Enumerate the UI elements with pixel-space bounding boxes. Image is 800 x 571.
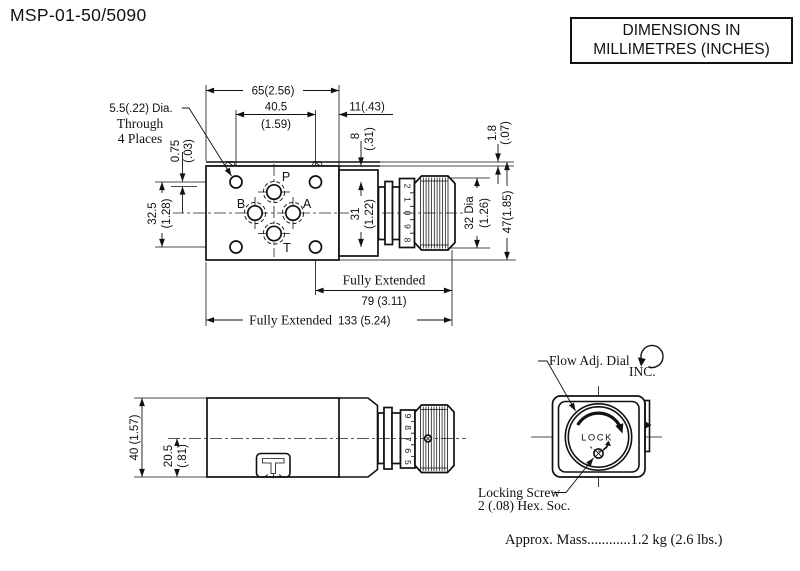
dial-digit: 9 <box>403 414 413 419</box>
dim-20-5-in: (.81) <box>177 444 189 468</box>
lock-label: LOCK <box>581 433 613 444</box>
dial-digit: 5 <box>403 460 413 465</box>
dim-11: 11(.43) <box>349 102 385 114</box>
locking-screw-front-view[interactable] <box>593 448 604 459</box>
inc-rotation-arrow <box>637 344 664 369</box>
side-view: 9 8 7 6 5 <box>129 397 466 479</box>
units-note-box: DIMENSIONS IN MILLIMETRES (INCHES) <box>570 17 793 64</box>
drawing-title: MSP-01-50/5090 <box>10 5 147 25</box>
dial-digit: 9 <box>403 224 413 229</box>
side-view-extension-lines <box>134 397 207 478</box>
dim-0-75-in: (.03) <box>183 139 195 163</box>
front-view: LOCK Flow Adj. Dial INC. Locking Screw 2 <box>478 344 664 513</box>
ext79-value: 79 (3.11) <box>361 296 406 308</box>
dim-1-8-mm: 1.8 <box>487 125 499 141</box>
port-label-b: B <box>237 197 245 211</box>
lock-direction-arrow <box>603 440 611 451</box>
dial-collar-side-view: 9 8 7 6 5 <box>399 409 416 469</box>
dim-20-5-mm: 20.5 <box>163 445 175 467</box>
bolt-holes <box>229 175 323 254</box>
center-lines-top-view <box>172 164 468 257</box>
dim-8-mm: 8 <box>350 133 362 139</box>
ports <box>243 180 305 245</box>
inc-label: INC. <box>629 364 656 379</box>
knob-side-view <box>414 404 455 474</box>
locating-tabs <box>224 161 324 167</box>
port-label-p: P <box>282 170 290 184</box>
side-dim-text-backgrounds <box>163 446 190 469</box>
housing-side-tab <box>644 399 652 453</box>
dial-digit: 8 <box>403 425 413 430</box>
approx-mass-note: Approx. Mass............1.2 kg (2.6 lbs.… <box>505 532 723 548</box>
flow-dial-outer[interactable] <box>564 402 633 471</box>
port-label-a: A <box>303 197 312 211</box>
dim-32dia-in: (1.26) <box>479 198 491 228</box>
top-view: 2 1 0 9 8 <box>109 83 516 328</box>
units-note-line1: DIMENSIONS IN <box>622 21 741 39</box>
dim-47: 47(1.85) <box>502 190 514 233</box>
dim-40: 40 (1.57) <box>129 414 141 460</box>
front-view-leaders <box>538 360 594 493</box>
flow-adj-dial-label: Flow Adj. Dial <box>549 353 630 368</box>
dial-bezel <box>557 400 640 473</box>
dial-digit: 1 <box>403 197 413 202</box>
dim-40-5-in: (1.59) <box>261 119 291 131</box>
locking-screw-label-line1: Locking Screw <box>478 485 560 500</box>
port-label-t: T <box>283 241 291 255</box>
dim-1-8-in: (.07) <box>500 121 512 145</box>
hole-note-line1: 5.5(.22) Dia. <box>109 103 172 115</box>
dial-digit: 8 <box>403 238 413 243</box>
units-note-line2: MILLIMETRES (INCHES) <box>593 40 770 58</box>
ext133-label: Fully Extended <box>249 313 332 328</box>
valve-cover-side-view <box>339 397 379 478</box>
dial-digit: 6 <box>403 448 413 453</box>
flow-dial-inner[interactable] <box>567 405 630 468</box>
dim-31-mm: 31 <box>350 208 362 221</box>
locking-screw-label-line2: 2 (.08) Hex. Soc. <box>478 498 570 513</box>
dim-32-5-mm: 32.5 <box>147 202 159 224</box>
dial-pointer-arc <box>576 411 624 434</box>
dim-0-75-mm: 0.75 <box>170 140 182 162</box>
dim-40-5-mm: 40.5 <box>265 102 287 114</box>
locking-screw-side-view <box>423 434 433 443</box>
dim-65: 65(2.56) <box>252 86 295 98</box>
hole-note-line2: Through <box>117 116 164 131</box>
dim-32dia-mm: 32 Dia <box>464 196 476 230</box>
ext133-value: 133 (5.24) <box>338 316 391 328</box>
valve-body-side-view <box>206 397 340 478</box>
dial-digit: 7 <box>403 437 413 442</box>
dial-digit: 2 <box>403 184 413 189</box>
dim-32-5-in: (1.28) <box>161 198 173 228</box>
dim-8-in: (.31) <box>364 127 376 151</box>
nameplate-symbol <box>255 452 291 479</box>
lock-rotation-dashed-arc <box>590 446 608 452</box>
dim-31-in: (1.22) <box>364 199 376 229</box>
hole-note-line3: 4 Places <box>118 131 163 146</box>
dimension-text-backgrounds <box>147 83 515 328</box>
ext79-label: Fully Extended <box>343 273 426 288</box>
